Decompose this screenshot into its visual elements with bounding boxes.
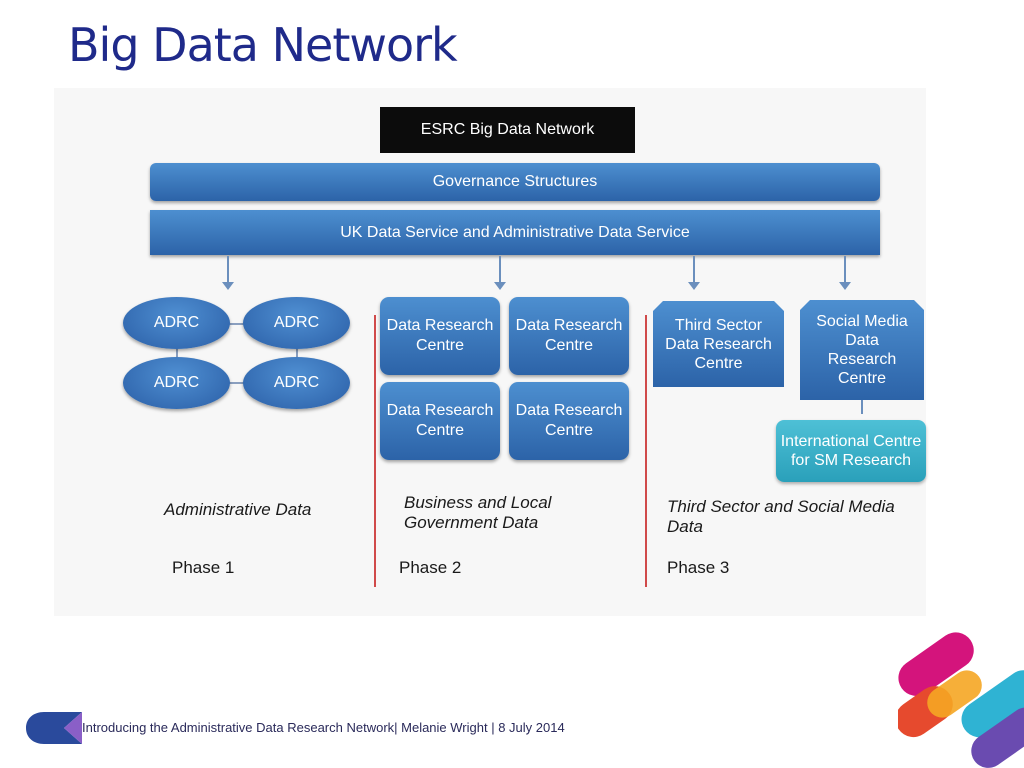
network-logo-icon [26,712,82,744]
phase-divider [374,315,376,587]
phase-divider [645,315,647,587]
page-title: Big Data Network [68,18,458,72]
arrow-down-icon [222,256,234,290]
arrow-down-icon [688,256,700,290]
adrc-node: ADRC [123,297,230,349]
brand-chevron-logo-icon [898,632,1024,768]
administrative-data-label: Administrative Data [164,500,312,519]
data-research-centre-box: Data Research Centre [380,382,500,460]
esrc-big-data-network-box: ESRC Big Data Network [380,107,635,153]
footer-text: Introducing the Administrative Data Rese… [82,720,565,735]
adrc-connector [296,340,298,370]
third-sector-research-centre-box: Third Sector Data Research Centre [653,301,784,387]
international-centre-sm-research-box: International Centre for SM Research [776,420,926,482]
third-sector-social-media-data-label: Third Sector and Social Media Data [667,497,895,536]
arrow-down-icon [839,256,851,290]
data-research-centre-box: Data Research Centre [380,297,500,375]
adrc-node: ADRC [123,357,230,409]
adrc-connector [176,340,178,370]
phase-2-label: Phase 2 [399,558,462,577]
phase-1-label: Phase 1 [172,558,235,577]
adrc-node: ADRC [243,357,350,409]
adrc-node: ADRC [243,297,350,349]
uk-data-service-bar: UK Data Service and Administrative Data … [150,210,880,255]
arrow-down-icon [861,400,863,414]
social-media-research-centre-box: Social Media Data Research Centre [800,300,924,400]
data-research-centre-box: Data Research Centre [509,382,629,460]
arrow-down-icon [494,256,506,290]
data-research-centre-box: Data Research Centre [509,297,629,375]
business-local-government-data-label: Business and Local Government Data [404,493,552,532]
phase-3-label: Phase 3 [667,558,730,577]
governance-structures-bar: Governance Structures [150,163,880,201]
